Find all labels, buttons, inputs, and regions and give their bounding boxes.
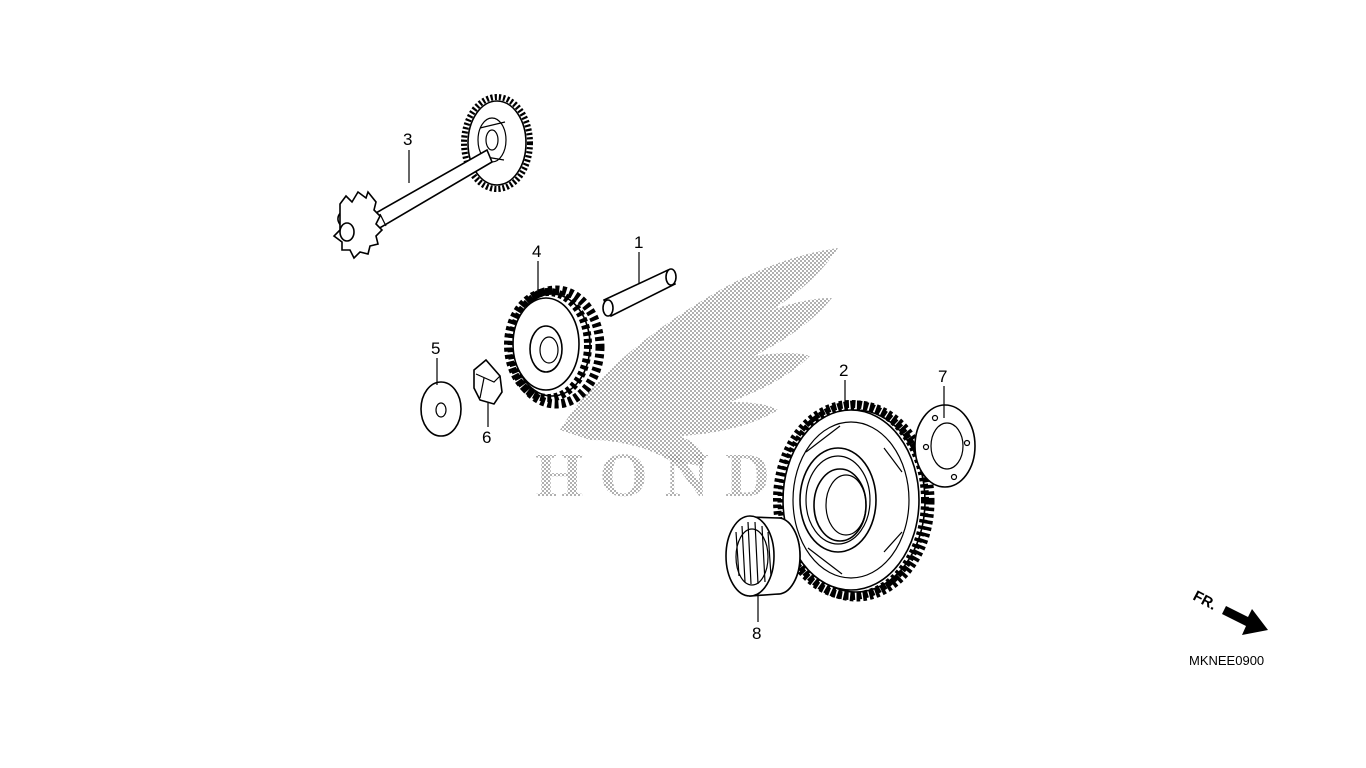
needle-bearing-icon [725, 515, 801, 597]
reduction-gear-shaft-icon [332, 94, 533, 260]
collar-icon [473, 358, 503, 405]
leader-lines [408, 150, 945, 622]
callout-part-5: 5 [431, 339, 440, 358]
starter-driven-gear-icon [773, 400, 935, 602]
front-direction-indicator: FR. [1190, 588, 1268, 635]
callouts: 3 1 4 5 6 2 7 8 [403, 130, 947, 643]
pin-icon [602, 268, 677, 318]
wing-logo-icon [560, 248, 838, 466]
callout-part-4: 4 [532, 242, 541, 261]
drawing-code: MKNEE0900 [1189, 653, 1264, 668]
callout-part-1: 1 [634, 233, 643, 252]
plate-icon [914, 404, 976, 488]
callout-part-3: 3 [403, 130, 412, 149]
front-direction-label: FR. [1190, 588, 1219, 614]
arrow-right-icon [1222, 606, 1268, 635]
callout-part-2: 2 [839, 361, 848, 380]
idle-gear-icon [504, 285, 605, 409]
callout-part-6: 6 [482, 428, 491, 447]
callout-part-8: 8 [752, 624, 761, 643]
callout-part-7: 7 [938, 367, 947, 386]
washer-icon [420, 381, 462, 437]
